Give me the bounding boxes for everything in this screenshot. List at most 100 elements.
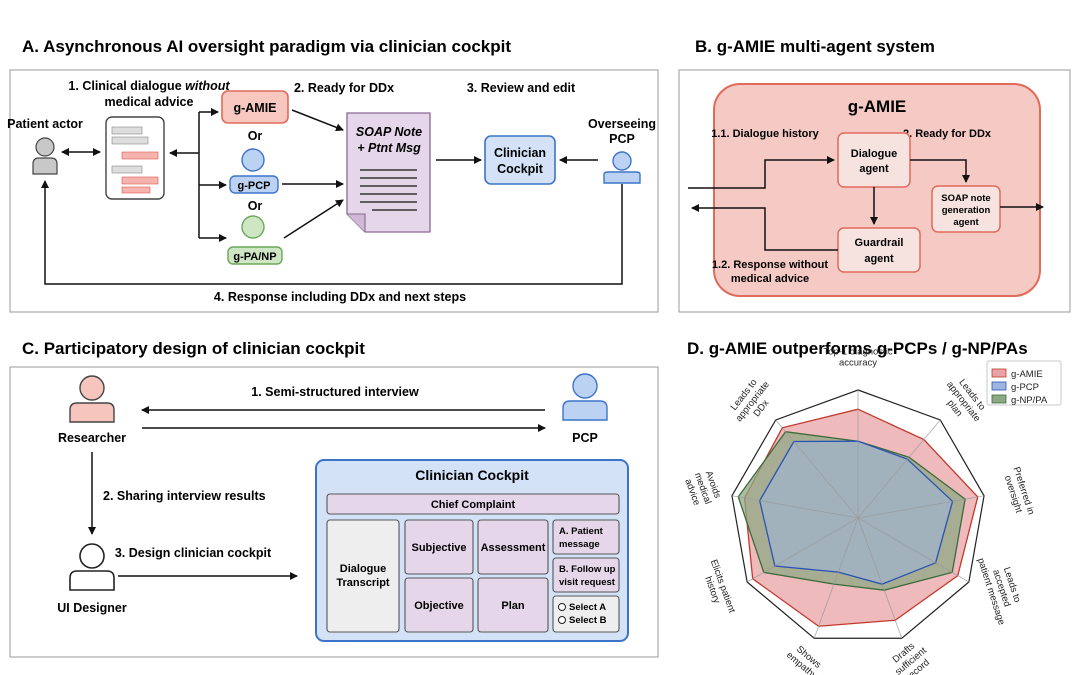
patient-message-label-2: message	[559, 539, 600, 550]
response-without-advice-arrow	[691, 204, 838, 251]
radar-spoke	[857, 517, 903, 639]
objective-pane	[404, 577, 474, 633]
soap-agent-label-1: SOAP note	[941, 193, 990, 204]
step2-label: 2. Ready for DDx	[294, 81, 394, 95]
radar-spoke	[775, 419, 859, 519]
radar-series-g-pcp	[758, 440, 954, 585]
or-label-1: Or	[248, 129, 263, 143]
step3-label: 3. Review and edit	[467, 81, 576, 95]
gpcp-label: g-PCP	[238, 180, 271, 192]
radar-spoke	[813, 517, 859, 639]
soap-document-icon	[346, 112, 431, 233]
gamie-label: g-AMIE	[233, 101, 276, 115]
radar-axis-label: Preferred inoversight	[1000, 466, 1036, 520]
radar-axis-label: Leads toappropriateplan	[935, 373, 991, 431]
radar-spoke	[857, 419, 941, 519]
soap-agent-label-2: generation	[942, 205, 991, 216]
subjective-label: Subjective	[411, 542, 466, 554]
soap-agent-box	[931, 185, 1001, 233]
dialogue-agent-label-1: Dialogue	[851, 148, 897, 160]
radar-legend-label: g-AMIE	[1011, 369, 1043, 380]
patient-message-label-1: A. Patient	[559, 526, 604, 537]
step4-label: 4. Response including DDx and next steps	[214, 290, 466, 304]
patient-actor-icon	[32, 137, 58, 175]
step1-label: 1. Clinical dialogue without	[68, 79, 230, 93]
radar-legend-swatch	[991, 394, 1007, 404]
patient-message-pane	[552, 519, 620, 555]
subjective-pane	[404, 519, 474, 575]
radar-spoke	[731, 495, 859, 519]
radar-legend-swatch	[991, 381, 1007, 391]
radar-axis-label: Leads toacceptedpatient message	[975, 550, 1028, 627]
followup-pane	[552, 557, 620, 593]
transcript-pane	[326, 519, 400, 633]
ui-designer-icon	[69, 543, 115, 591]
response-label-1: 1.2. Response without	[712, 259, 828, 271]
radar-legend-label: g-NP/PA	[1011, 395, 1048, 406]
interview-label: 1. Semi-structured interview	[251, 385, 419, 399]
followup-label-2: visit request	[559, 577, 616, 588]
radar-spoke	[746, 517, 859, 583]
response-label-2: medical advice	[731, 273, 809, 285]
gamie-system-box	[713, 83, 1041, 297]
patient-actor-label: Patient actor	[7, 117, 83, 131]
step1-label-line2: medical advice	[105, 95, 194, 109]
panel-d-title: D. g-AMIE outperforms g-PCPs / g-NP/PAs	[687, 339, 1028, 358]
radar-axis-label: Avoidsmedicaladvice	[681, 467, 723, 509]
overseeing-label-1: Overseeing	[588, 117, 656, 131]
dialogue-history-label: 1.1. Dialogue history	[711, 128, 819, 140]
select-b-radio	[558, 616, 566, 624]
radar-axis-label: Showsempathy	[784, 641, 826, 675]
select-a-radio	[558, 603, 566, 611]
soap-agent-label-3: agent	[953, 217, 979, 228]
ui-designer-label: UI Designer	[57, 601, 127, 615]
gamie-system-title: g-AMIE	[848, 97, 907, 116]
panel-a: A. Asynchronous AI oversight paradigm vi…	[7, 37, 659, 313]
soap-label-1: SOAP Note	[356, 125, 422, 139]
cockpit-mockup-title: Clinician Cockpit	[415, 467, 529, 483]
panel-a-title: A. Asynchronous AI oversight paradigm vi…	[22, 37, 511, 56]
radar-legend-label: g-PCP	[1011, 382, 1039, 393]
transcript-label-2: Transcript	[336, 577, 390, 589]
radar-axis-label: Draftssufficientrecord	[886, 637, 936, 675]
cockpit-label-1: Clinician	[494, 146, 546, 160]
sharing-label: 2. Sharing interview results	[103, 489, 266, 503]
gpcp-person-icon	[229, 148, 279, 194]
plan-pane	[477, 577, 549, 633]
arrow-dialogue-soap-agent	[910, 159, 970, 183]
cockpit-box	[484, 135, 556, 185]
arrow-gpanp-soap	[283, 199, 344, 239]
overseeing-label-2: PCP	[609, 132, 635, 146]
guardrail-label-2: agent	[864, 253, 894, 265]
radar-axis-label: Leads toappropriateDDx	[725, 373, 781, 431]
gpanp-label: g-PA/NP	[233, 251, 276, 263]
radar-axis-label: Elicits patienthistory	[697, 558, 737, 618]
select-pane	[552, 595, 620, 633]
pcp-icon	[562, 373, 608, 421]
dialogue-agent-box	[837, 132, 911, 188]
guardrail-agent-box	[837, 227, 921, 273]
gamie-box	[221, 90, 289, 124]
objective-label: Objective	[414, 600, 464, 612]
response-loop-arrow	[41, 180, 623, 285]
transcript-label-1: Dialogue	[340, 563, 386, 575]
ready-ddx-label: 2. Ready for DDx	[903, 128, 992, 140]
select-b-label: Select B	[569, 615, 607, 626]
radar-spoke	[857, 495, 985, 519]
dialogue-history-arrow	[688, 156, 835, 189]
chief-complaint-bar	[326, 493, 620, 515]
select-a-label: Select A	[569, 602, 606, 613]
or-label-2: Or	[248, 199, 263, 213]
radar-legend-swatch	[991, 368, 1007, 378]
panel-b-title: B. g-AMIE multi-agent system	[695, 37, 935, 56]
chat-phone-icon	[105, 116, 165, 200]
assessment-label: Assessment	[481, 542, 546, 554]
arrow-gamie-soap	[291, 109, 344, 132]
followup-label-1: B. Follow up	[559, 564, 616, 575]
plan-label: Plan	[501, 600, 525, 612]
assessment-pane	[477, 519, 549, 575]
soap-label-2: + Ptnt Msg	[357, 141, 421, 155]
